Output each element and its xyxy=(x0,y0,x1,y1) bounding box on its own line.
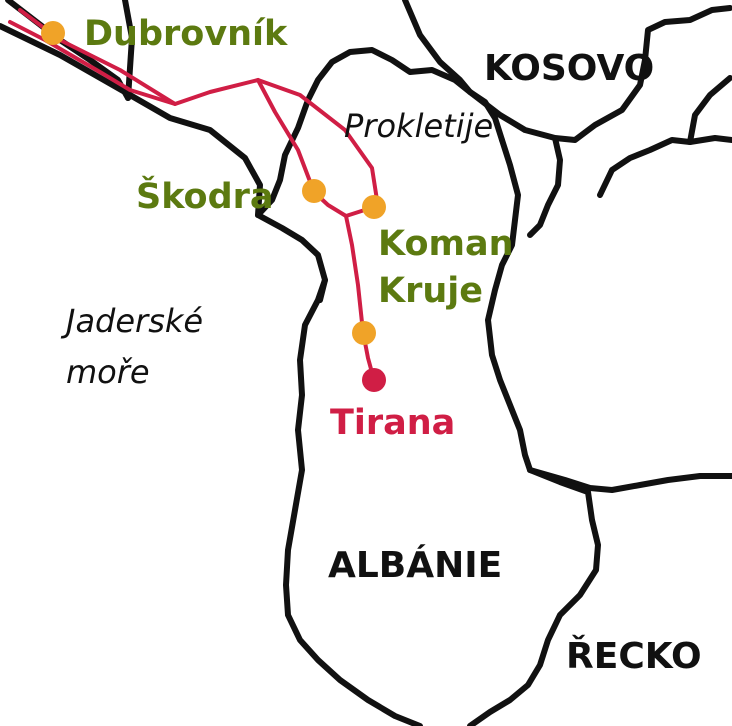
serbia-macedonia-border xyxy=(597,135,732,198)
city-label-shkoder: Škodra xyxy=(136,175,274,217)
country-label-kosovo: KOSOVO xyxy=(484,48,654,89)
mountain-label-prokletije: Prokletije xyxy=(344,107,493,145)
route-coastal xyxy=(8,20,177,106)
kosovo-serbia-border xyxy=(467,5,732,143)
markers xyxy=(41,21,386,392)
city-label-kruje: Kruje xyxy=(378,271,483,311)
serbia-north-east xyxy=(687,75,732,145)
kosovo-east-border xyxy=(527,135,563,238)
destination-marker-icon xyxy=(362,368,386,392)
albania-greece-border xyxy=(467,467,601,726)
coastline xyxy=(0,23,423,726)
stop-marker-icon xyxy=(41,21,65,45)
route-to-tirana xyxy=(344,214,376,382)
albania-macedonia-border xyxy=(527,467,732,493)
stop-marker-icon xyxy=(362,195,386,219)
city-label-tirana: Tirana xyxy=(330,403,455,443)
city-label-koman: Koman xyxy=(378,224,514,264)
stop-marker-icon xyxy=(352,321,376,345)
city-label-dubrovnik: Dubrovník xyxy=(84,14,288,54)
montenegro-serbia-border xyxy=(402,0,473,95)
sea-label-line1: Jaderské xyxy=(60,302,203,340)
country-label-albania: ALBÁNIE xyxy=(328,544,502,586)
sea-label-line2: moře xyxy=(66,353,150,391)
labels: Dubrovník KOSOVO Prokletije Škodra Koman… xyxy=(60,14,702,677)
country-label-greece: ŘECKO xyxy=(566,635,702,677)
kosovo-albania-border xyxy=(485,137,533,473)
inland-line-west xyxy=(317,277,328,303)
stop-marker-icon xyxy=(302,179,326,203)
